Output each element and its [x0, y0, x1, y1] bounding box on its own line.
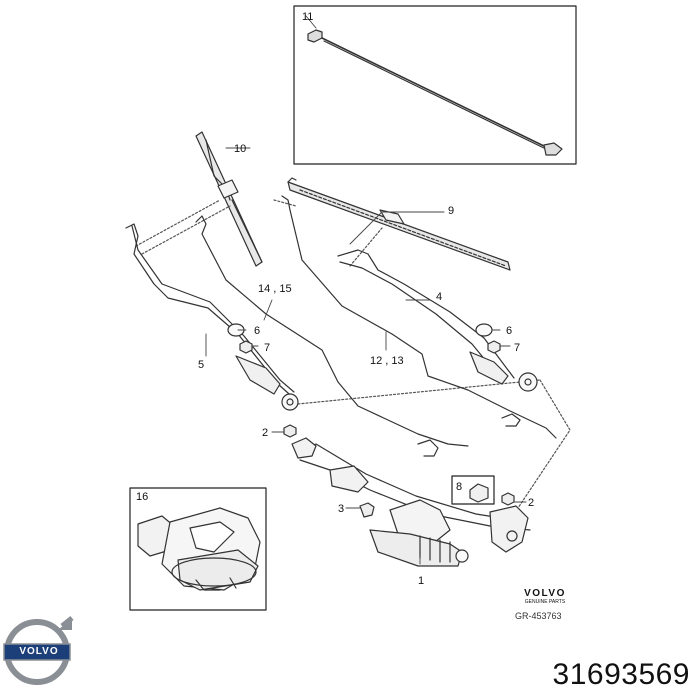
- callout-6-right: 6: [506, 325, 512, 337]
- wiper-arm-left: [125, 223, 299, 411]
- part-number: 31693569: [552, 658, 690, 691]
- callout-2-left: 2: [262, 427, 268, 439]
- brand-name: VOLVO: [524, 588, 566, 599]
- volvo-logo-icon: [3, 616, 74, 685]
- wiper-motor-16: [137, 507, 261, 591]
- logo-text: VOLVO: [19, 646, 59, 657]
- callout-11: 11: [302, 11, 313, 23]
- grommet-8: [469, 483, 489, 503]
- washer-hose-12-13: [281, 195, 557, 439]
- callout-12-13: 12 , 13: [370, 355, 404, 367]
- callout-9: 9: [448, 205, 454, 217]
- washer-hose-14-15: [195, 215, 469, 457]
- inset-box-11: [293, 5, 577, 165]
- callout-8: 8: [456, 481, 462, 493]
- wiper-blade-left: [195, 131, 263, 267]
- nut-7-left: [239, 340, 253, 354]
- brand-block: VOLVO GENUINE PARTS: [510, 588, 580, 605]
- callout-6-left: 6: [254, 325, 260, 337]
- reference-code: GR-453763: [515, 611, 562, 621]
- callout-1: 1: [418, 575, 424, 587]
- callout-10: 10: [234, 143, 246, 155]
- callout-4: 4: [436, 291, 442, 303]
- callout-5: 5: [198, 359, 204, 371]
- wiper-blade-right: [287, 177, 511, 271]
- wiper-arm-right: [337, 249, 538, 392]
- callout-7-left: 7: [264, 342, 270, 354]
- bolt-2-right: [501, 492, 515, 506]
- blade-insert-rubber: [307, 29, 563, 156]
- bolt-2-left: [283, 424, 297, 438]
- brand-subtitle: GENUINE PARTS: [524, 599, 566, 605]
- callout-14-15: 14 , 15: [258, 283, 292, 295]
- cap-6-right: [475, 323, 493, 337]
- inset-box-16: [129, 487, 267, 611]
- callout-16: 16: [136, 491, 148, 503]
- callout-3: 3: [338, 503, 344, 515]
- nut-7-right: [487, 340, 501, 354]
- screw-3: [359, 502, 375, 518]
- wiper-linkage-and-motor: [291, 437, 531, 567]
- callout-2-right: 2: [528, 497, 534, 509]
- callout-7-right: 7: [514, 342, 520, 354]
- inset-box-8: [451, 475, 495, 505]
